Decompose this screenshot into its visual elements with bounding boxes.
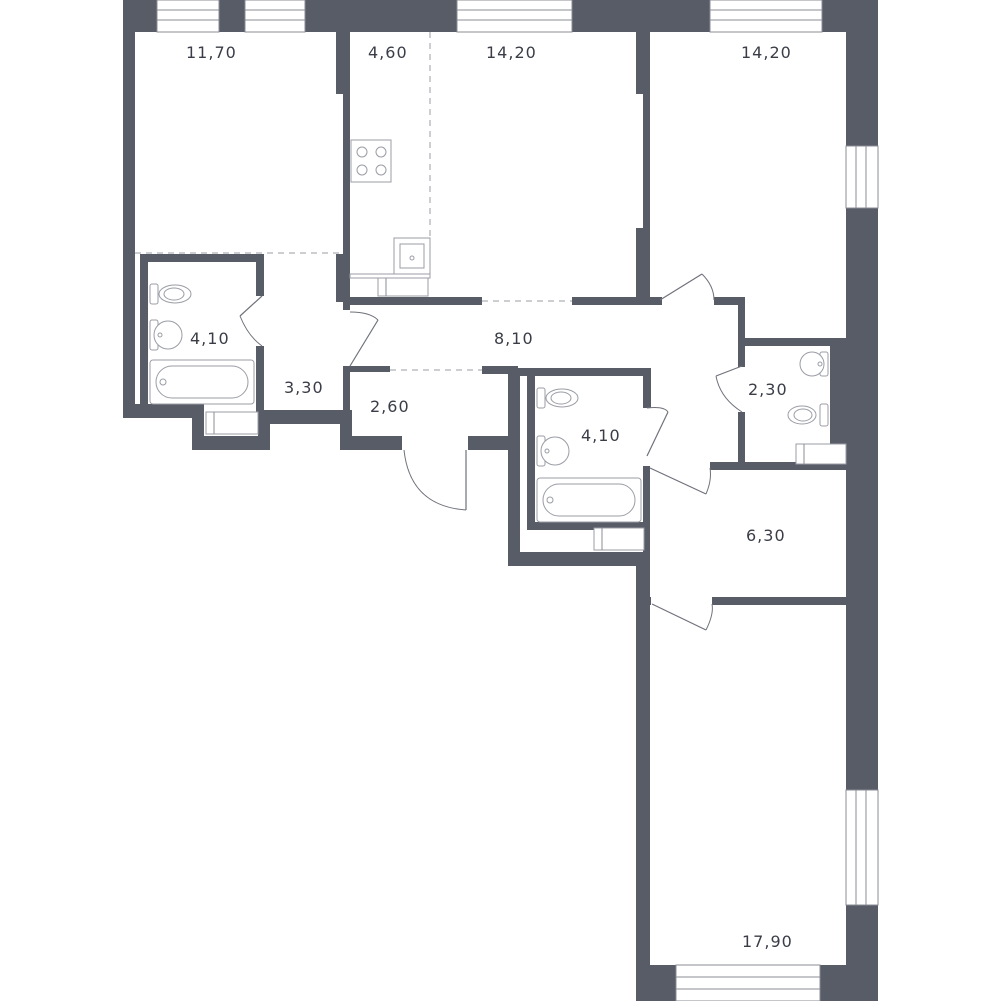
wall-segment	[468, 436, 518, 450]
wall-segment	[262, 410, 342, 424]
kitchen-counter	[349, 273, 431, 279]
window	[244, 0, 306, 33]
wall-segment	[508, 368, 520, 566]
wall-segment	[643, 466, 650, 566]
wall-segment	[219, 0, 245, 32]
wall-segment	[710, 462, 848, 470]
wall-segment	[343, 366, 350, 416]
window	[845, 789, 879, 906]
room-area-label: 11,70	[186, 43, 237, 62]
wall-segment	[527, 374, 535, 530]
door	[715, 365, 743, 413]
room-area-label: 4,10	[190, 329, 230, 348]
room-area-label: 17,90	[742, 932, 793, 951]
room-area-label: 14,20	[741, 43, 792, 62]
radiator-icon	[205, 411, 259, 435]
entrance-door	[403, 449, 467, 511]
wall-segment	[738, 338, 848, 346]
wall-segment	[714, 297, 744, 305]
wall-segment	[192, 436, 270, 450]
wall-segment	[305, 0, 457, 32]
bathtub-icon	[149, 359, 255, 405]
room-area-label: 8,10	[494, 329, 534, 348]
room-area-label: 2,30	[748, 380, 788, 399]
room-area-label: 3,30	[284, 378, 324, 397]
wall-segment	[346, 366, 390, 372]
doors	[239, 273, 743, 631]
wall-segment	[336, 254, 350, 302]
toilet-icon	[149, 283, 192, 305]
wall-segment	[830, 338, 848, 468]
wall-segment	[343, 302, 350, 310]
wall-segment	[123, 404, 193, 418]
toilet-icon	[536, 387, 579, 409]
wall-segment	[643, 30, 650, 302]
wall-segment	[517, 368, 651, 376]
wall-segment	[636, 562, 650, 1001]
walls	[123, 0, 878, 1001]
room-area-label: 4,10	[581, 426, 621, 445]
wall-segment	[572, 297, 648, 305]
wall-segment	[738, 412, 745, 468]
room-area-label: 14,20	[486, 43, 537, 62]
wall-segment	[820, 965, 878, 1001]
window	[675, 964, 821, 1001]
room-area-label: 4,60	[368, 43, 408, 62]
wall-segment	[572, 0, 710, 32]
wall-segment	[712, 597, 850, 605]
zone-dividers	[135, 32, 572, 371]
wall-segment	[846, 0, 878, 146]
door	[239, 295, 263, 347]
wall-segment	[527, 522, 647, 530]
door	[659, 273, 715, 301]
wall-segment	[256, 254, 264, 296]
stove-icon	[350, 139, 392, 183]
fixtures	[149, 139, 847, 551]
wall-segment	[346, 297, 482, 305]
wall-segment	[340, 436, 402, 450]
wall-segment	[343, 30, 350, 302]
bathtub-icon	[536, 477, 642, 523]
wall-segment	[636, 228, 650, 302]
wall-segment	[643, 597, 651, 605]
wall-segment	[643, 368, 651, 408]
radiator-icon	[795, 443, 847, 465]
wall-segment	[648, 297, 662, 305]
radiator-icon	[593, 527, 645, 551]
door	[349, 311, 379, 367]
wall-segment	[508, 552, 650, 566]
door	[646, 407, 669, 457]
room-area-label: 2,60	[370, 397, 410, 416]
window	[845, 145, 879, 209]
wall-segment	[140, 254, 264, 262]
window	[156, 0, 220, 33]
door	[649, 467, 711, 495]
wall-segment	[256, 346, 264, 412]
window	[456, 0, 573, 33]
window	[709, 0, 823, 33]
kitchen-sink-icon	[393, 237, 431, 275]
wall-segment	[738, 297, 745, 367]
wall-segment	[482, 366, 518, 374]
washbasin-icon	[536, 435, 570, 467]
door	[651, 603, 713, 631]
toilet-icon	[787, 403, 829, 427]
room-area-label: 6,30	[746, 526, 786, 545]
washbasin-icon	[149, 319, 183, 351]
wall-segment	[123, 0, 135, 418]
radiator-icon	[377, 277, 429, 297]
wall-segment	[140, 254, 148, 414]
washbasin-icon	[799, 351, 829, 377]
wall-segment	[846, 208, 878, 790]
windows	[156, 0, 879, 1001]
